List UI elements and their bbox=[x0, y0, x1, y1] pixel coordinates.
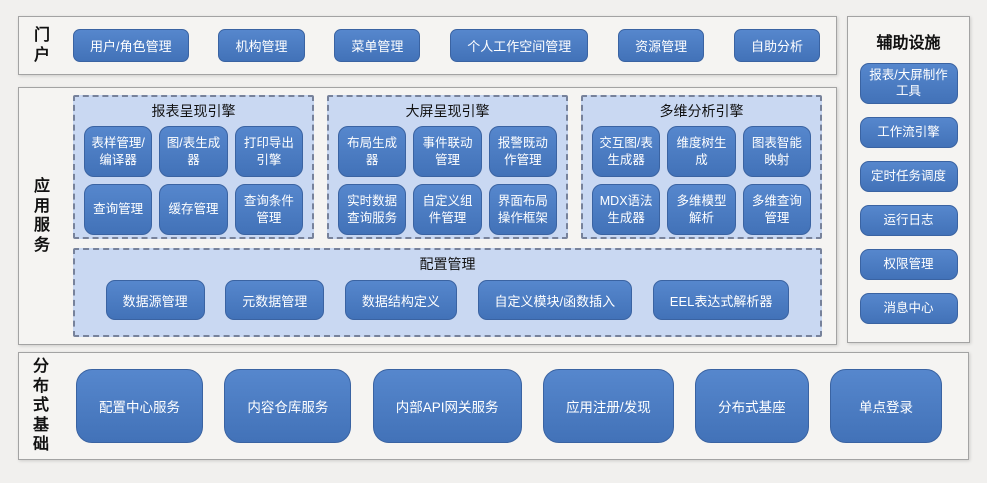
dist-item-button[interactable]: 配置中心服务 bbox=[76, 369, 203, 443]
engine-item-button[interactable]: 自定义组件管理 bbox=[413, 184, 482, 235]
portal-item-button[interactable]: 个人工作空间管理 bbox=[450, 29, 589, 62]
portal-button-row: 用户/角色管理 机构管理 菜单管理 个人工作空间管理 资源管理 自助分析 bbox=[73, 29, 820, 62]
engine-box-bigscreen: 大屏呈现引擎 布局生成器 事件联动管理 报警既动作管理 实时数据查询服务 自定义… bbox=[327, 95, 568, 239]
engine-item-button[interactable]: 界面布局操作框架 bbox=[488, 184, 557, 235]
engine-item-button[interactable]: 图/表生成器 bbox=[159, 126, 228, 177]
engine-item-button[interactable]: 图表智能映射 bbox=[742, 126, 811, 177]
config-item-button[interactable]: EEL表达式解析器 bbox=[652, 280, 790, 320]
engine-item-button[interactable]: 查询条件管理 bbox=[234, 184, 303, 235]
config-item-button[interactable]: 元数据管理 bbox=[225, 280, 325, 320]
dist-item-button[interactable]: 内容仓库服务 bbox=[224, 369, 352, 443]
aux-item-button[interactable]: 报表/大屏制作工具 bbox=[859, 63, 958, 104]
aux-item-button[interactable]: 运行日志 bbox=[859, 204, 958, 236]
aux-facilities-section: 辅助设施 报表/大屏制作工具 工作流引擎 定时任务调度 运行日志 权限管理 消息… bbox=[847, 16, 970, 343]
engine-item-button[interactable]: MDX语法生成器 bbox=[592, 184, 661, 235]
aux-item-button[interactable]: 工作流引擎 bbox=[859, 116, 958, 148]
dist-item-button[interactable]: 内部API网关服务 bbox=[372, 369, 522, 443]
app-services-content: 报表呈现引擎 表样管理/编译器 图/表生成器 打印导出引擎 查询管理 缓存管理 … bbox=[73, 95, 822, 337]
aux-item-button[interactable]: 定时任务调度 bbox=[859, 160, 958, 192]
app-services-label: 应用服务 bbox=[33, 178, 50, 254]
dist-item-button[interactable]: 应用注册/发现 bbox=[542, 369, 674, 443]
engine-item-button[interactable]: 多维查询管理 bbox=[742, 184, 811, 235]
config-item-button[interactable]: 数据源管理 bbox=[105, 280, 205, 320]
engine-title: 多维分析引擎 bbox=[659, 103, 744, 119]
engine-item-button[interactable]: 实时数据查询服务 bbox=[338, 184, 407, 235]
dist-item-button[interactable]: 分布式基座 bbox=[695, 369, 809, 443]
portal-item-button[interactable]: 自助分析 bbox=[733, 29, 820, 62]
portal-label: 门户 bbox=[33, 27, 50, 64]
config-management-box: 配置管理 数据源管理 元数据管理 数据结构定义 自定义模块/函数插入 EEL表达… bbox=[73, 248, 822, 337]
engine-item-button[interactable]: 维度树生成 bbox=[667, 126, 736, 177]
engine-item-button[interactable]: 多维模型解析 bbox=[667, 184, 736, 235]
engine-item-button[interactable]: 查询管理 bbox=[84, 184, 153, 235]
distributed-base-section: 分布式基础 配置中心服务 内容仓库服务 内部API网关服务 应用注册/发现 分布… bbox=[18, 352, 969, 460]
engine-title: 报表呈现引擎 bbox=[151, 103, 236, 119]
dist-item-button[interactable]: 单点登录 bbox=[829, 369, 942, 443]
distributed-button-row: 配置中心服务 内容仓库服务 内部API网关服务 应用注册/发现 分布式基座 单点… bbox=[76, 369, 942, 443]
config-item-button[interactable]: 自定义模块/函数插入 bbox=[477, 280, 633, 320]
engine-item-grid: 布局生成器 事件联动管理 报警既动作管理 实时数据查询服务 自定义组件管理 界面… bbox=[338, 126, 557, 235]
engine-row: 报表呈现引擎 表样管理/编译器 图/表生成器 打印导出引擎 查询管理 缓存管理 … bbox=[73, 95, 822, 239]
portal-item-button[interactable]: 用户/角色管理 bbox=[73, 29, 189, 62]
aux-facilities-title: 辅助设施 bbox=[876, 35, 941, 52]
config-management-title: 配置管理 bbox=[419, 256, 476, 272]
portal-item-button[interactable]: 资源管理 bbox=[618, 29, 705, 62]
engine-item-grid: 交互图/表生成器 维度树生成 图表智能映射 MDX语法生成器 多维模型解析 多维… bbox=[592, 126, 811, 235]
engine-item-button[interactable]: 布局生成器 bbox=[338, 126, 407, 177]
engine-box-olap: 多维分析引擎 交互图/表生成器 维度树生成 图表智能映射 MDX语法生成器 多维… bbox=[581, 95, 822, 239]
engine-item-button[interactable]: 打印导出引擎 bbox=[234, 126, 303, 177]
config-item-row: 数据源管理 元数据管理 数据结构定义 自定义模块/函数插入 EEL表达式解析器 bbox=[85, 280, 810, 320]
app-services-section: 应用服务 报表呈现引擎 表样管理/编译器 图/表生成器 打印导出引擎 查询管理 … bbox=[18, 87, 837, 345]
engine-item-button[interactable]: 事件联动管理 bbox=[413, 126, 482, 177]
portal-item-button[interactable]: 菜单管理 bbox=[334, 29, 421, 62]
portal-item-button[interactable]: 机构管理 bbox=[218, 29, 305, 62]
config-item-button[interactable]: 数据结构定义 bbox=[344, 280, 457, 320]
engine-item-button[interactable]: 交互图/表生成器 bbox=[592, 126, 661, 177]
engine-item-grid: 表样管理/编译器 图/表生成器 打印导出引擎 查询管理 缓存管理 查询条件管理 bbox=[84, 126, 303, 235]
aux-button-column: 报表/大屏制作工具 工作流引擎 定时任务调度 运行日志 权限管理 消息中心 bbox=[859, 63, 958, 324]
engine-item-button[interactable]: 表样管理/编译器 bbox=[84, 126, 153, 177]
engine-title: 大屏呈现引擎 bbox=[405, 103, 490, 119]
engine-item-button[interactable]: 缓存管理 bbox=[159, 184, 228, 235]
aux-item-button[interactable]: 权限管理 bbox=[859, 248, 958, 280]
portal-section: 门户 用户/角色管理 机构管理 菜单管理 个人工作空间管理 资源管理 自助分析 bbox=[18, 16, 837, 75]
engine-item-button[interactable]: 报警既动作管理 bbox=[488, 126, 557, 177]
distributed-base-label: 分布式基础 bbox=[32, 358, 49, 454]
aux-item-button[interactable]: 消息中心 bbox=[859, 292, 958, 324]
engine-box-report: 报表呈现引擎 表样管理/编译器 图/表生成器 打印导出引擎 查询管理 缓存管理 … bbox=[73, 95, 314, 239]
